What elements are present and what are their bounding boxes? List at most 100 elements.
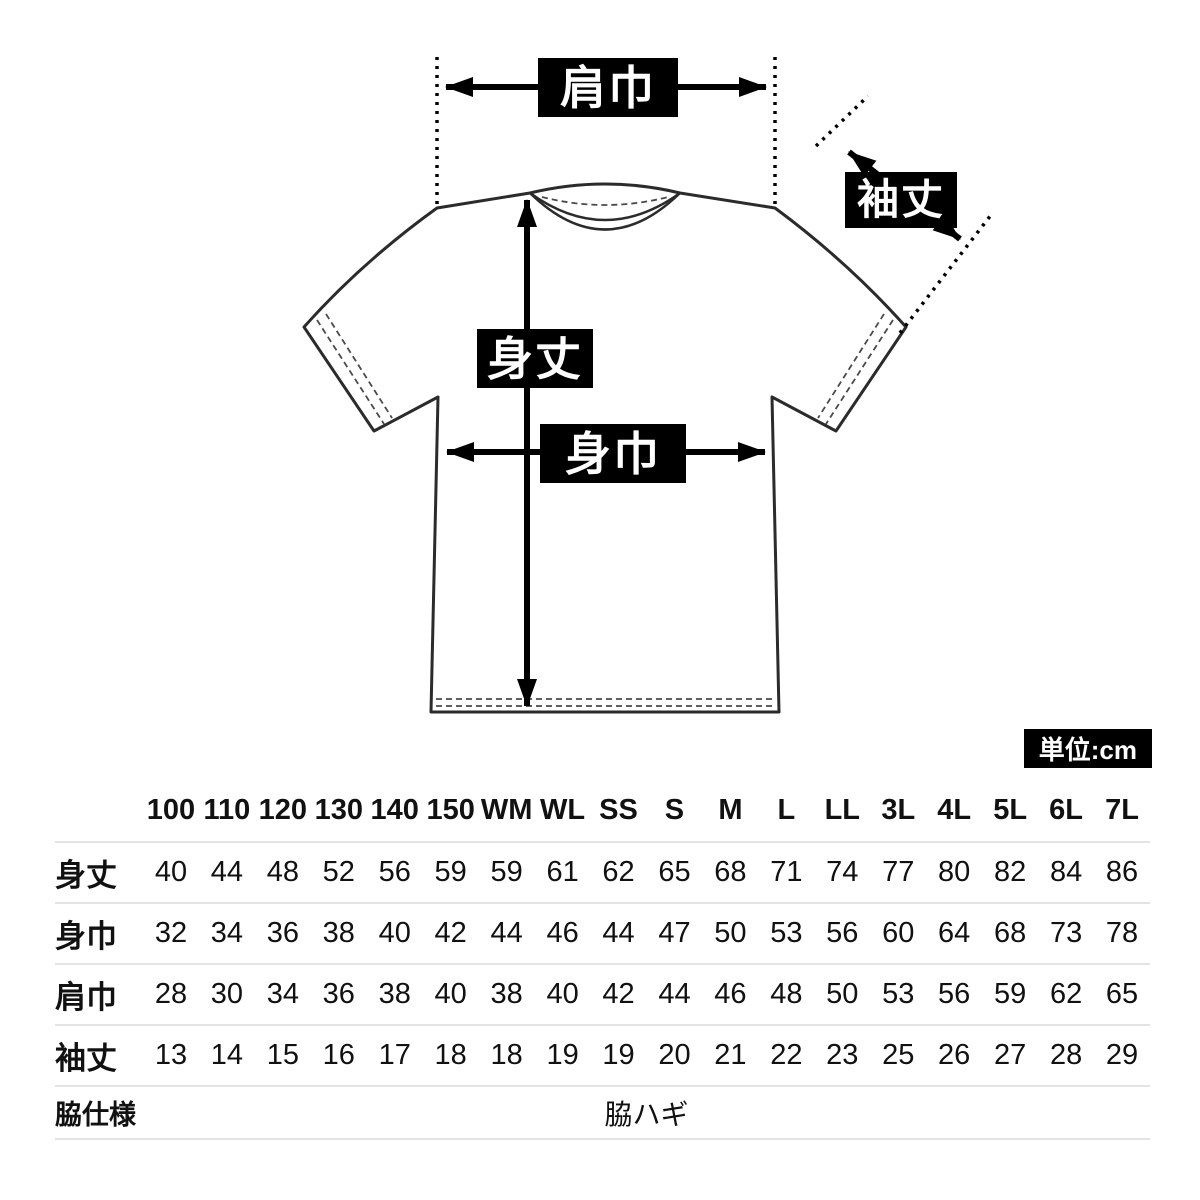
value-cell: 47 xyxy=(658,917,691,949)
value-cell: 68 xyxy=(994,917,1027,949)
value-cell: 38 xyxy=(490,978,523,1010)
value-cell: 48 xyxy=(770,978,803,1010)
value-cell: 60 xyxy=(882,917,915,949)
value-cell: 28 xyxy=(154,978,188,1010)
value-cell: 44 xyxy=(658,978,691,1010)
value-cell: 40 xyxy=(154,856,188,888)
value-cell: 56 xyxy=(826,917,859,949)
sleeve-length-guide-bottom xyxy=(898,213,993,335)
value-cell: 48 xyxy=(266,856,299,888)
value-cell: 32 xyxy=(154,917,188,949)
value-cell: 82 xyxy=(994,856,1027,888)
value-cell: 44 xyxy=(490,917,523,949)
value-cell: 59 xyxy=(994,978,1027,1010)
size-header-cell: 7L xyxy=(1105,794,1139,826)
size-header-cell: 150 xyxy=(426,794,475,826)
right-sleeve-stitch xyxy=(817,313,885,419)
value-cell: 22 xyxy=(770,1039,803,1071)
size-header-cell: S xyxy=(664,794,685,826)
value-cell: 64 xyxy=(938,917,971,949)
size-header-cell: 6L xyxy=(1049,794,1083,826)
row-label: 脇仕様 xyxy=(55,1100,136,1130)
row-label: 袖丈 xyxy=(55,1041,117,1076)
value-cell: 77 xyxy=(882,856,915,888)
value-cell: 78 xyxy=(1105,917,1139,949)
unit-badge: 単位:cm xyxy=(1023,729,1152,768)
value-cell: 19 xyxy=(546,1039,579,1071)
value-cell: 38 xyxy=(322,917,355,949)
value-cell: 68 xyxy=(714,856,747,888)
size-header-cell: 130 xyxy=(314,794,363,826)
collar-inner-seam xyxy=(529,191,681,222)
value-cell: 56 xyxy=(378,856,411,888)
value-cell: 44 xyxy=(210,856,244,888)
value-cell: 74 xyxy=(826,856,859,888)
value-cell: 40 xyxy=(378,917,411,949)
value-cell: 16 xyxy=(322,1039,355,1071)
value-cell: 62 xyxy=(1049,978,1083,1010)
value-cell: 28 xyxy=(1049,1039,1083,1071)
value-cell: 84 xyxy=(1049,856,1083,888)
value-cell: 46 xyxy=(546,917,579,949)
value-cell: 52 xyxy=(322,856,355,888)
value-cell: 42 xyxy=(434,917,467,949)
value-cell: 34 xyxy=(210,917,244,949)
size-header-cell: 5L xyxy=(993,794,1028,826)
left-sleeve-stitch xyxy=(325,313,393,419)
value-cell: 29 xyxy=(1105,1039,1139,1071)
value-cell: 80 xyxy=(938,856,971,888)
value-cell: 53 xyxy=(882,978,915,1010)
value-cell: 25 xyxy=(882,1039,915,1071)
size-header-cell: 3L xyxy=(881,794,916,826)
value-cell: 13 xyxy=(154,1039,188,1071)
value-cell: 53 xyxy=(770,917,803,949)
row-label: 身丈 xyxy=(55,858,117,893)
size-header-cell: L xyxy=(777,794,796,826)
size-header-cell: WM xyxy=(480,794,533,826)
value-cell: 26 xyxy=(938,1039,971,1071)
value-cell: 46 xyxy=(714,978,747,1010)
value-cell: 59 xyxy=(434,856,467,888)
sleeve-length-label: 袖丈 xyxy=(845,172,957,228)
value-cell: 38 xyxy=(378,978,411,1010)
size-header-cell: 100 xyxy=(146,794,196,826)
value-cell: 65 xyxy=(1105,978,1139,1010)
size-header-cell: 110 xyxy=(203,794,251,826)
size-header-cell: 140 xyxy=(370,794,419,826)
side-spec-value: 脇ハギ xyxy=(604,1098,689,1130)
collar-stitch xyxy=(541,196,669,206)
value-cell: 20 xyxy=(658,1039,691,1071)
size-header-cell: WL xyxy=(540,794,586,826)
value-cell: 36 xyxy=(322,978,355,1010)
value-cell: 86 xyxy=(1105,856,1139,888)
value-cell: 18 xyxy=(434,1039,467,1071)
value-cell: 40 xyxy=(546,978,579,1010)
body-length-label: 身丈 xyxy=(477,329,593,388)
value-cell: 30 xyxy=(210,978,244,1010)
value-cell: 15 xyxy=(266,1039,299,1071)
size-header-cell: LL xyxy=(824,794,861,826)
value-cell: 34 xyxy=(266,978,299,1010)
footer-row: 脇仕様 脇ハギ xyxy=(55,1087,1150,1140)
value-cell: 19 xyxy=(602,1039,635,1071)
value-cell: 50 xyxy=(826,978,859,1010)
value-cell: 50 xyxy=(714,917,747,949)
right-sleeve-stitch xyxy=(825,319,894,425)
value-cell: 17 xyxy=(378,1039,411,1071)
sleeve-length-guide-top xyxy=(814,94,870,148)
left-sleeve-stitch xyxy=(316,319,385,425)
value-cell: 27 xyxy=(994,1039,1027,1071)
value-cell: 62 xyxy=(602,856,635,888)
body-width-label: 身巾 xyxy=(540,424,686,483)
row-label: 肩巾 xyxy=(55,980,117,1015)
value-cell: 44 xyxy=(602,917,635,949)
value-cell: 73 xyxy=(1049,917,1083,949)
collar-outer-seam xyxy=(529,192,681,231)
row-label: 身巾 xyxy=(55,919,117,954)
size-header-cell: 4L xyxy=(937,794,972,826)
